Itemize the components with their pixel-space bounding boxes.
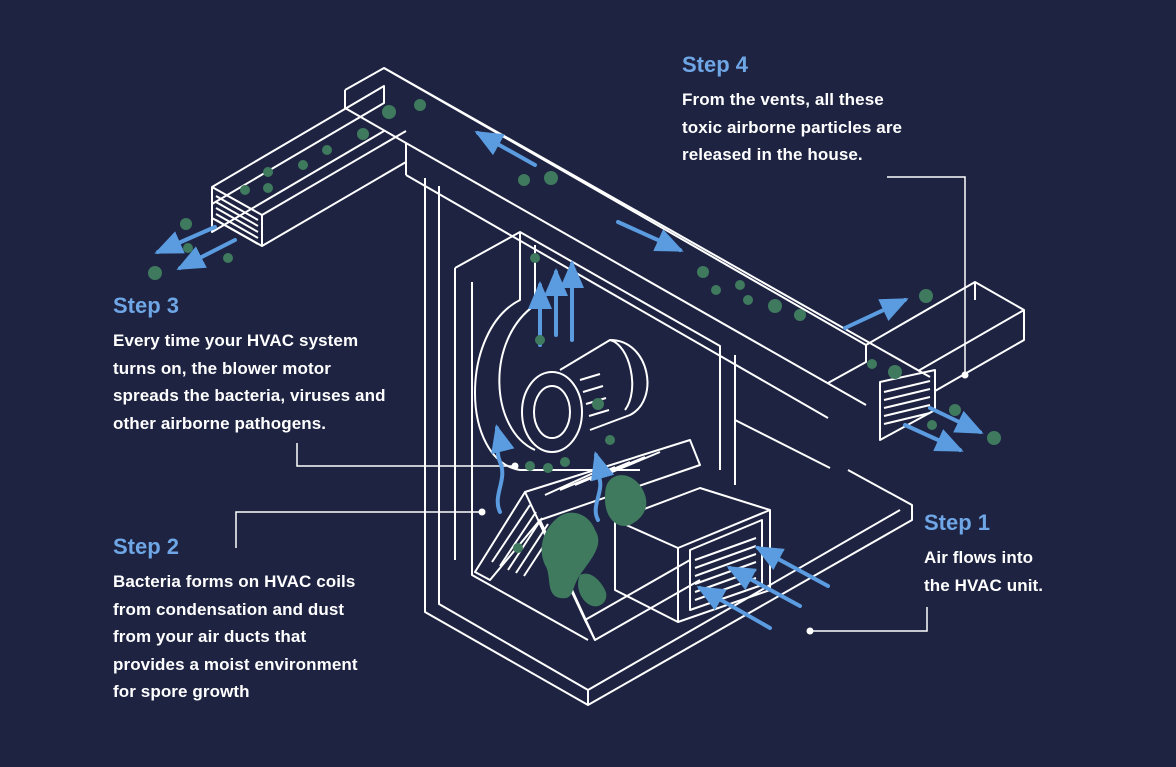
step4-line: From the vents, all these (682, 90, 884, 109)
step2-description: Bacteria forms on HVAC coils from conden… (113, 568, 358, 706)
arrow-right-vent-2 (903, 423, 964, 452)
leader-lines (235, 176, 966, 632)
step2-line: from your air ducts that (113, 627, 307, 646)
step2-line: from condensation and dust (113, 599, 345, 619)
step2-title: Step 2 (113, 534, 180, 559)
step3-line: Every time your HVAC system (113, 331, 359, 350)
arrow-left-vent-2 (176, 238, 237, 270)
leader-dots (478, 371, 969, 635)
arrow-right-vent-1 (928, 406, 984, 434)
blower-housing (474, 232, 649, 471)
step2-line: provides a moist environment (113, 654, 358, 674)
step3-line: turns on, the blower motor (113, 358, 331, 378)
arrow-duct-down-right (616, 220, 684, 252)
arrow-left-vent-1 (154, 225, 217, 254)
arrow-intake-3 (754, 546, 830, 588)
airborne-particles (148, 99, 1001, 553)
step1-description: Air flows into the HVAC unit. (924, 544, 1043, 599)
step3-line: spreads the bacteria, viruses and (113, 386, 386, 405)
step3-callout: Step 3 Every time your HVAC system turns… (113, 293, 386, 437)
right-vent-grille (883, 380, 931, 425)
arrow-intake-1 (696, 586, 772, 630)
arrow-wavy-2 (591, 451, 615, 522)
step2-callout: Step 2 Bacteria forms on HVAC coils from… (113, 534, 358, 706)
step2-leader (235, 511, 482, 548)
step1-callout: Step 1 Air flows into the HVAC unit. (924, 510, 1043, 599)
step4-description: From the vents, all these toxic airborne… (682, 86, 902, 169)
step4-leader (887, 176, 966, 375)
left-vent-grille (215, 195, 259, 245)
left-duct-branch (211, 85, 407, 247)
step3-leader (296, 443, 515, 467)
mold-growth (541, 475, 647, 607)
arrow-intake-2 (726, 566, 802, 608)
step2-line: Bacteria forms on HVAC coils (113, 572, 356, 591)
arrow-right-branch (843, 298, 909, 330)
step1-leader (810, 607, 928, 632)
evaporator-coil (474, 439, 701, 641)
step4-callout: Step 4 From the vents, all these toxic a… (682, 52, 902, 169)
step1-line: Air flows into (924, 548, 1034, 567)
step3-description: Every time your HVAC system turns on, th… (113, 327, 386, 437)
step3-line: other airborne pathogens. (113, 413, 327, 433)
step2-line: for spore growth (113, 682, 250, 701)
step4-line: toxic airborne particles are (682, 117, 903, 137)
arrow-duct-up-left (474, 131, 537, 167)
step4-title: Step 4 (682, 52, 749, 77)
step3-title: Step 3 (113, 293, 180, 318)
step1-line: the HVAC unit. (924, 575, 1044, 595)
furnace-cabinet (424, 178, 913, 706)
step4-line: released in the house. (682, 145, 863, 164)
step1-title: Step 1 (924, 510, 991, 535)
airflow-arrows (154, 131, 984, 630)
arrow-wavy-1 (491, 424, 515, 514)
